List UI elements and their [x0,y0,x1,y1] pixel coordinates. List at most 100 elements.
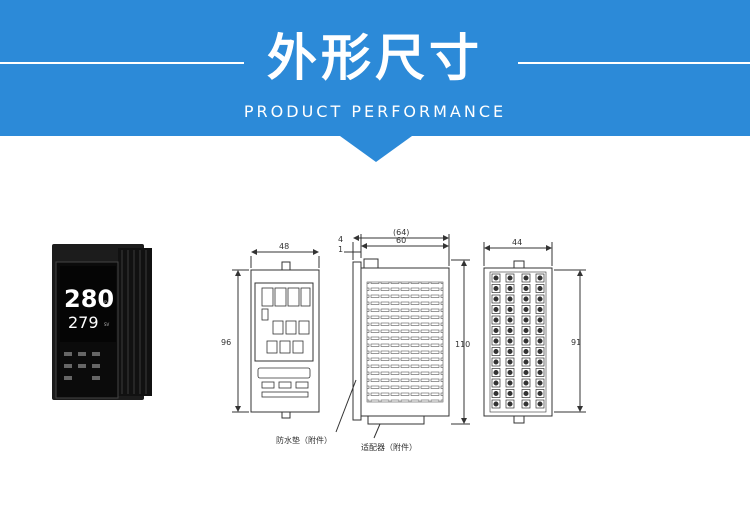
terminal-screw-head [537,317,543,323]
gasket-label: 防水垫（附件） [276,435,332,445]
terminal-screw-head [523,380,529,386]
terminal-screw [535,284,545,293]
terminal-screw-head [493,390,499,397]
terminal-screw [535,368,545,377]
section-subtitle: PRODUCT PERFORMANCE [243,102,507,121]
terminal-screw [521,294,531,304]
terminal-screw-head [493,359,499,365]
dim-front-height: 96 [221,338,231,347]
sv-display: 279 [68,313,99,332]
dim-side-offset-small: 1 [338,245,343,254]
title-rule-left [0,62,244,64]
dim-side-offset-top: 4 [338,235,343,244]
sv-unit-label: SV [104,322,110,327]
pv-unit-label: PV [104,300,109,305]
terminal-screw-head [523,338,529,344]
dim-rear-width: 44 [512,238,522,247]
terminal-screw-head [493,338,499,344]
front-keys [257,367,311,398]
terminal-screw [535,273,545,283]
terminal-screw [535,326,545,335]
pv-display: 280 [64,285,114,313]
terminal-screw-head [493,296,499,302]
terminal-screw [521,378,531,388]
adapter-label: 适配器（附件） [361,442,417,452]
terminal-screw-head [493,327,499,334]
terminal-screw-head [493,380,499,386]
terminal-block [491,273,545,409]
terminal-screw-head [493,317,499,323]
terminal-screw-head [507,306,513,313]
dim-side-height: 110 [455,340,470,349]
terminal-screw [535,315,545,325]
terminal-screw [491,326,501,335]
terminal-screw [491,294,501,304]
terminal-screw-head [493,348,499,355]
terminal-screw-head [507,317,513,323]
terminal-screw [535,399,545,409]
terminal-screw [505,326,515,335]
terminal-screw-head [493,306,499,313]
terminal-screw-head [537,306,543,313]
terminal-screw [535,389,545,398]
dim-side-depth-overall: (64) [393,228,409,237]
terminal-screw [521,336,531,346]
terminal-screw [505,399,515,409]
terminal-screw-head [523,275,529,281]
terminal-screw [491,378,501,388]
terminal-screw [505,347,515,356]
terminal-screw-head [507,296,513,302]
terminal-screw [521,357,531,367]
terminal-screw [521,389,531,398]
terminal-screw [521,315,531,325]
terminal-screw [521,368,531,377]
terminal-screw-head [537,390,543,397]
terminal-screw [505,336,515,346]
terminal-screw-head [523,390,529,397]
terminal-screw-head [507,338,513,344]
terminal-screw [535,378,545,388]
terminal-screw [505,305,515,314]
terminal-screw-head [537,327,543,334]
terminal-screw [491,389,501,398]
terminal-screw-head [493,369,499,376]
terminal-screw [505,357,515,367]
terminal-screw-head [537,380,543,386]
terminal-screw-head [523,359,529,365]
title-rule-right [518,62,750,64]
terminal-screw-head [493,275,499,281]
terminal-screw [491,305,501,314]
terminal-screw-head [537,359,543,365]
terminal-screw [535,305,545,314]
terminal-screw-head [493,285,499,292]
terminal-screw [491,336,501,346]
dim-rear-height: 91 [571,338,581,347]
terminal-screw-head [537,401,543,407]
terminal-screw-head [523,369,529,376]
terminal-screw-head [537,275,543,281]
dim-side-depth: 60 [396,236,406,245]
terminal-screw-head [523,317,529,323]
section-title: 外形尺寸 [267,29,483,87]
terminal-screw-head [507,359,513,365]
terminal-screw-head [523,296,529,302]
terminal-screw [521,399,531,409]
terminal-screw [521,305,531,314]
front-view [232,249,320,419]
terminal-screw [521,347,531,356]
terminal-screw [521,326,531,335]
terminal-screw-head [507,327,513,334]
terminal-screw-head [507,369,513,376]
terminal-screw [505,378,515,388]
terminal-screw [491,357,501,367]
terminal-screw-head [523,348,529,355]
terminal-screw-head [507,348,513,355]
terminal-screw [491,368,501,377]
terminal-screw [535,347,545,356]
header-banner [0,0,750,136]
terminal-screw [535,357,545,367]
terminal-screw [521,273,531,283]
terminal-screw-head [523,306,529,313]
terminal-screw-head [537,348,543,355]
rear-view [483,242,586,424]
